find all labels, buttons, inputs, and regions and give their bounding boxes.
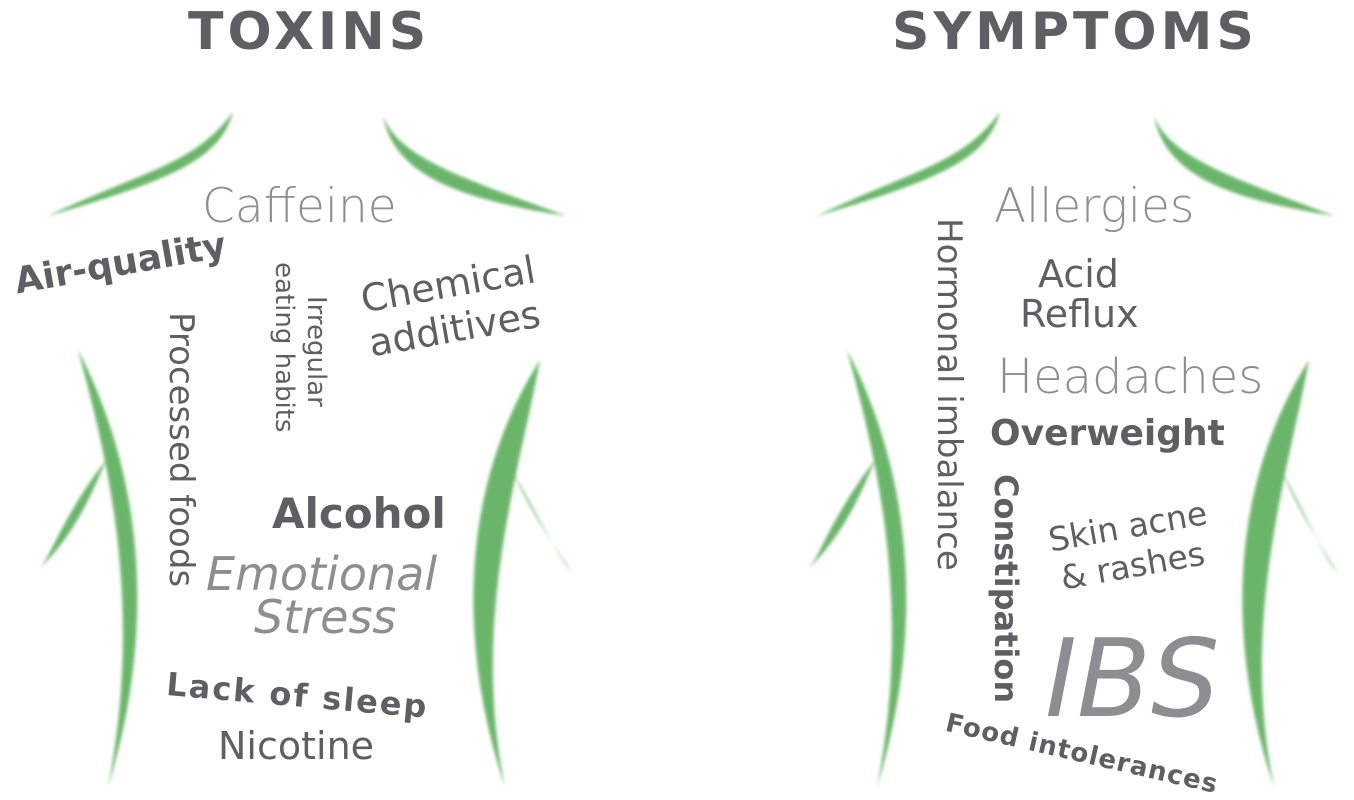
toxins-title: TOXINS <box>188 2 431 62</box>
torso-outline-left <box>38 112 572 787</box>
word-reflux: Reflux <box>1020 292 1139 336</box>
left-arm-notch-left <box>38 460 106 570</box>
word-constipation: Constipation <box>987 474 1025 704</box>
word-emotional: Emotional <box>206 547 438 601</box>
symptoms-panel: SYMPTOMS Allergies Acid Reflux Hormonal … <box>677 0 1354 800</box>
word-irregular-line2: eating habits <box>269 262 299 433</box>
right-side-curve-left <box>473 360 540 787</box>
word-ibs: IBS <box>1045 617 1220 742</box>
toxins-panel: TOXINS Caffeine Air-quality Irregular ea… <box>0 0 677 797</box>
word-alcohol: Alcohol <box>272 489 446 538</box>
left-arm-notch-right <box>807 460 875 570</box>
right-side-curve-right <box>1242 360 1309 787</box>
word-caffeine: Caffeine <box>202 179 397 234</box>
word-nicotine: Nicotine <box>218 724 375 768</box>
word-stress: Stress <box>254 590 397 644</box>
right-shoulder-right <box>1154 116 1334 216</box>
left-shoulder-right <box>817 112 1000 216</box>
right-arm-notch-right <box>1281 470 1337 572</box>
word-processed-foods: Processed foods <box>161 312 201 588</box>
word-overweight: Overweight <box>990 413 1225 454</box>
symptoms-title: SYMPTOMS <box>892 2 1258 62</box>
word-hormonal-imbalance: Hormonal imbalance <box>929 218 969 571</box>
left-side-curve-right <box>847 350 907 787</box>
left-side-curve-left <box>78 350 138 787</box>
right-shoulder-left <box>383 116 566 216</box>
right-arm-notch-left <box>512 470 572 572</box>
word-allergies: Allergies <box>994 179 1195 234</box>
word-acid: Acid <box>1038 252 1119 296</box>
torso-outline-right <box>807 112 1337 787</box>
word-headaches: Headaches <box>997 349 1264 405</box>
word-irregular-line1: Irregular <box>301 296 331 407</box>
